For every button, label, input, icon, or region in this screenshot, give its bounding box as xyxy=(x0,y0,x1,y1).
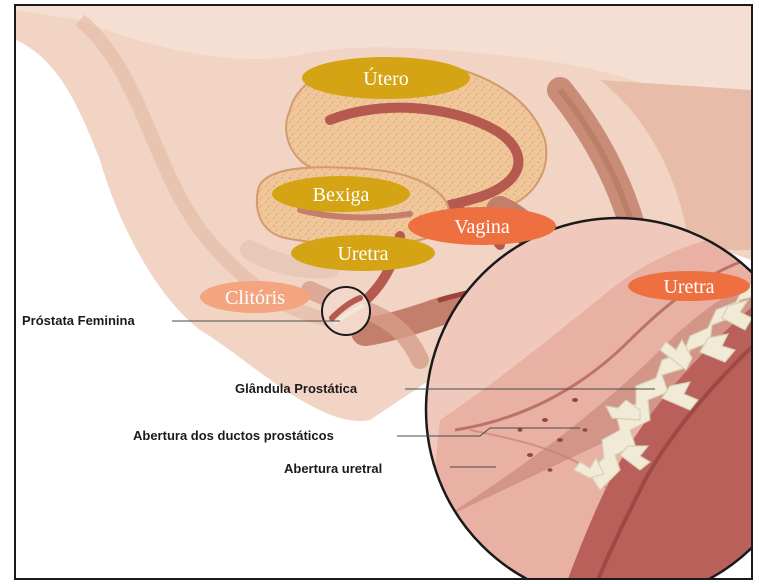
label-clitoris: Clitóris xyxy=(200,281,310,313)
label-utero-text: Útero xyxy=(363,66,409,90)
label-clitoris-text: Clitóris xyxy=(225,287,285,309)
label-uretra: Uretra xyxy=(291,235,435,271)
label-uretra-zoom-text: Uretra xyxy=(663,276,714,298)
prostate-focus-circle xyxy=(322,287,370,335)
label-vagina-text: Vagina xyxy=(454,216,510,238)
callout-prostata-feminina-text: Próstata Feminina xyxy=(22,313,135,328)
label-bexiga-text: Bexiga xyxy=(313,184,370,206)
callout-abertura-ductos-text: Abertura dos ductos prostáticos xyxy=(133,428,334,443)
label-utero: Útero xyxy=(302,57,470,99)
label-uretra-zoom: Uretra xyxy=(628,271,750,301)
callout-abertura-uretral-text: Abertura uretral xyxy=(284,461,382,476)
label-uretra-text: Uretra xyxy=(337,243,388,265)
callout-glandula-prostatica-text: Glândula Prostática xyxy=(235,381,358,396)
label-bexiga: Bexiga xyxy=(272,176,410,212)
label-vagina: Vagina xyxy=(408,207,556,245)
